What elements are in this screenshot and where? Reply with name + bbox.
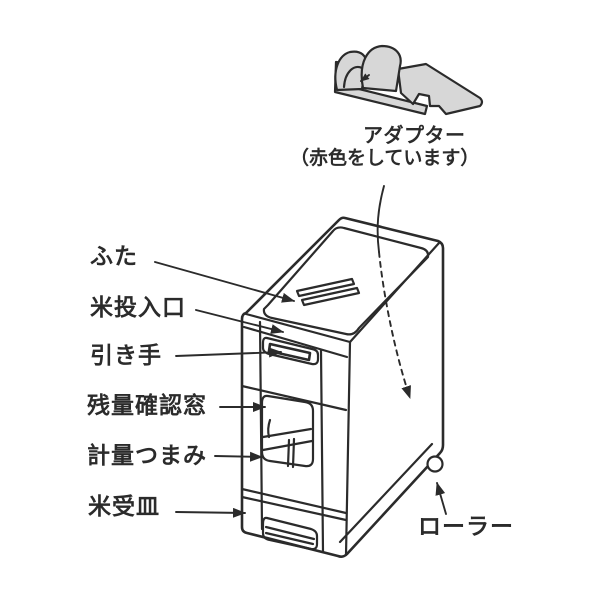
lid-outline [262,226,430,336]
label-adapter: アダプター [363,125,466,147]
label-roller: ローラー [418,513,514,539]
rice-tray-arrow [175,507,246,518]
adapter-illustration [333,44,484,116]
knob-seam-right [291,437,296,469]
lid-grip-slot-1 [295,277,356,298]
label-remaining-window: 残量確認窓 [87,392,207,418]
tray-outline [261,516,319,551]
measuring-knob-arrow [214,451,263,462]
roller-wheel [426,455,444,473]
front-column-line [319,348,325,554]
base-inner-edge [338,442,434,544]
window-panel [260,394,315,468]
roller-arrow [435,482,447,515]
label-adapter-note: （赤色をしています） [290,148,480,169]
label-lid: ふた [90,243,138,269]
adapter-plate [396,62,484,116]
body-silhouette [240,216,445,558]
adapter-clip-direction-arrow [360,73,370,82]
drawer-seam-2 [240,495,348,522]
top-front-edge [244,312,352,344]
label-measuring-knob: 計量つまみ [87,442,207,468]
front-divider-line [240,384,348,412]
label-pull-handle: 引き手 [90,342,162,368]
pull-handle-recess [261,336,320,366]
adapter-leader-solid [376,185,385,253]
knob-seam-left [286,438,291,468]
callout-arrows [154,185,447,518]
rice-inlet-arrow [195,309,284,334]
knob-band-top [261,427,313,439]
drawer-seam-1 [240,487,348,515]
lid-arrow [154,261,295,303]
tray-ridge-1 [264,525,316,541]
label-rice-inlet: 米投入口 [90,294,186,320]
dispenser-body [240,216,445,558]
knob-band-bottom [261,439,314,452]
label-rice-tray: 米受皿 [88,493,160,519]
tray-ridge-2 [264,531,315,546]
adapter-leader-dashed [378,251,411,399]
adapter-hump-right [360,44,402,93]
pull-handle-arrow [175,347,282,358]
lid-grip-slot-2 [300,286,361,307]
